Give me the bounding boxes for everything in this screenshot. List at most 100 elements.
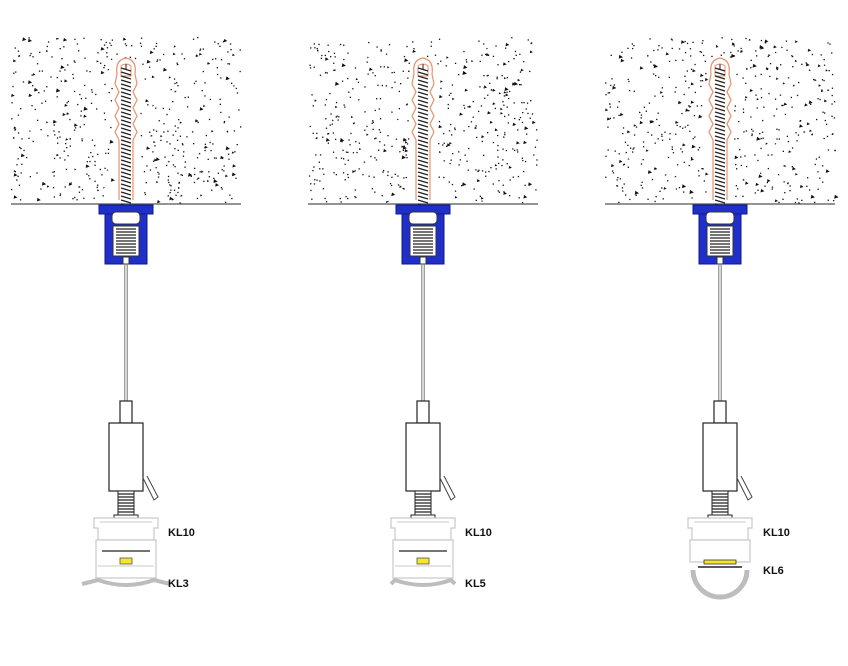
concrete-speckle [514,149,516,152]
concrete-speckle [378,129,380,131]
concrete-speckle [795,173,798,176]
concrete-speckle [824,99,828,103]
concrete-speckle [354,196,356,198]
concrete-speckle [239,70,241,73]
concrete-speckle [223,38,228,43]
concrete-speckle [438,176,440,178]
concrete-speckle [653,64,655,66]
concrete-speckle [203,180,205,182]
concrete-speckle [231,151,235,154]
concrete-speckle [622,127,625,129]
concrete-speckle [81,138,83,140]
concrete-speckle [312,105,314,107]
concrete-speckle [326,72,328,74]
concrete-speckle [77,103,79,106]
concrete-speckle [64,103,68,107]
concrete-speckle [450,92,452,94]
concrete-speckle [635,126,638,128]
concrete-speckle [625,151,627,154]
concrete-speckle [314,99,317,102]
concrete-speckle [449,141,452,145]
concrete-speckle [316,48,318,50]
concrete-speckle [207,158,209,160]
concrete-speckle [765,67,769,70]
concrete-speckle [746,165,748,168]
concrete-speckle [199,48,202,50]
concrete-speckle [730,51,732,54]
concrete-speckle [659,190,661,192]
concrete-speckle [168,181,170,184]
concrete-speckle [19,199,22,201]
concrete-speckle [213,179,218,183]
concrete-speckle [509,179,511,181]
concrete-speckle [645,110,647,112]
concrete-speckle [704,77,709,81]
concrete-speckle [13,59,17,63]
concrete-speckle [756,98,759,101]
concrete-speckle [208,171,210,173]
concrete-speckle [340,157,343,159]
concrete-speckle [632,151,634,153]
concrete-speckle [228,158,230,160]
concrete-speckle [72,198,74,200]
concrete-speckle [387,200,389,203]
concrete-speckle [196,157,199,159]
concrete-speckle [174,148,176,150]
concrete-speckle [403,145,405,147]
concrete-speckle [651,178,654,181]
concrete-speckle [330,56,332,58]
concrete-speckle [485,175,487,177]
concrete-speckle [110,44,112,47]
concrete-speckle [211,189,213,191]
concrete-speckle [205,134,207,137]
concrete-speckle [50,76,52,78]
concrete-speckle [391,176,393,178]
concrete-speckle [796,198,798,200]
concrete-speckle [654,167,656,169]
concrete-speckle [13,173,18,177]
concrete-speckle [500,112,503,115]
concrete-speckle [754,75,757,77]
concrete-speckle [484,97,486,99]
concrete-speckle [393,71,395,74]
concrete-speckle [757,159,759,162]
concrete-speckle [407,120,409,122]
concrete-speckle [217,172,219,174]
concrete-speckle [774,98,777,100]
concrete-speckle [468,147,470,150]
concrete-speckle [536,159,538,161]
concrete-speckle [96,186,98,188]
concrete-speckle [701,168,703,170]
concrete-speckle [523,195,528,199]
concrete-speckle [225,201,227,203]
concrete-speckle [705,72,707,75]
concrete-speckle [332,132,334,134]
concrete-speckle [479,195,481,197]
concrete-speckle [197,121,199,124]
concrete-speckle [494,107,496,110]
concrete-speckle [125,44,128,47]
concrete-speckle [627,78,629,81]
concrete-speckle [354,67,357,69]
concrete-speckle [32,140,34,143]
concrete-speckle [94,180,96,182]
gripper-body [405,422,441,492]
concrete-speckle [689,105,692,108]
concrete-speckle [339,197,341,200]
concrete-speckle [366,133,369,136]
concrete-speckle [505,149,507,152]
concrete-speckle [763,106,765,108]
concrete-speckle [792,66,794,68]
concrete-speckle [430,45,432,47]
concrete-speckle [83,123,85,126]
concrete-speckle [170,189,172,191]
concrete-speckle [144,78,146,80]
concrete-speckle [757,189,759,191]
concrete-speckle [169,192,171,194]
concrete-speckle [405,154,407,156]
concrete-speckle [211,130,214,133]
concrete-speckle [640,184,642,186]
concrete-speckle [134,57,137,60]
concrete-speckle [53,124,55,126]
concrete-speckle [500,107,503,111]
